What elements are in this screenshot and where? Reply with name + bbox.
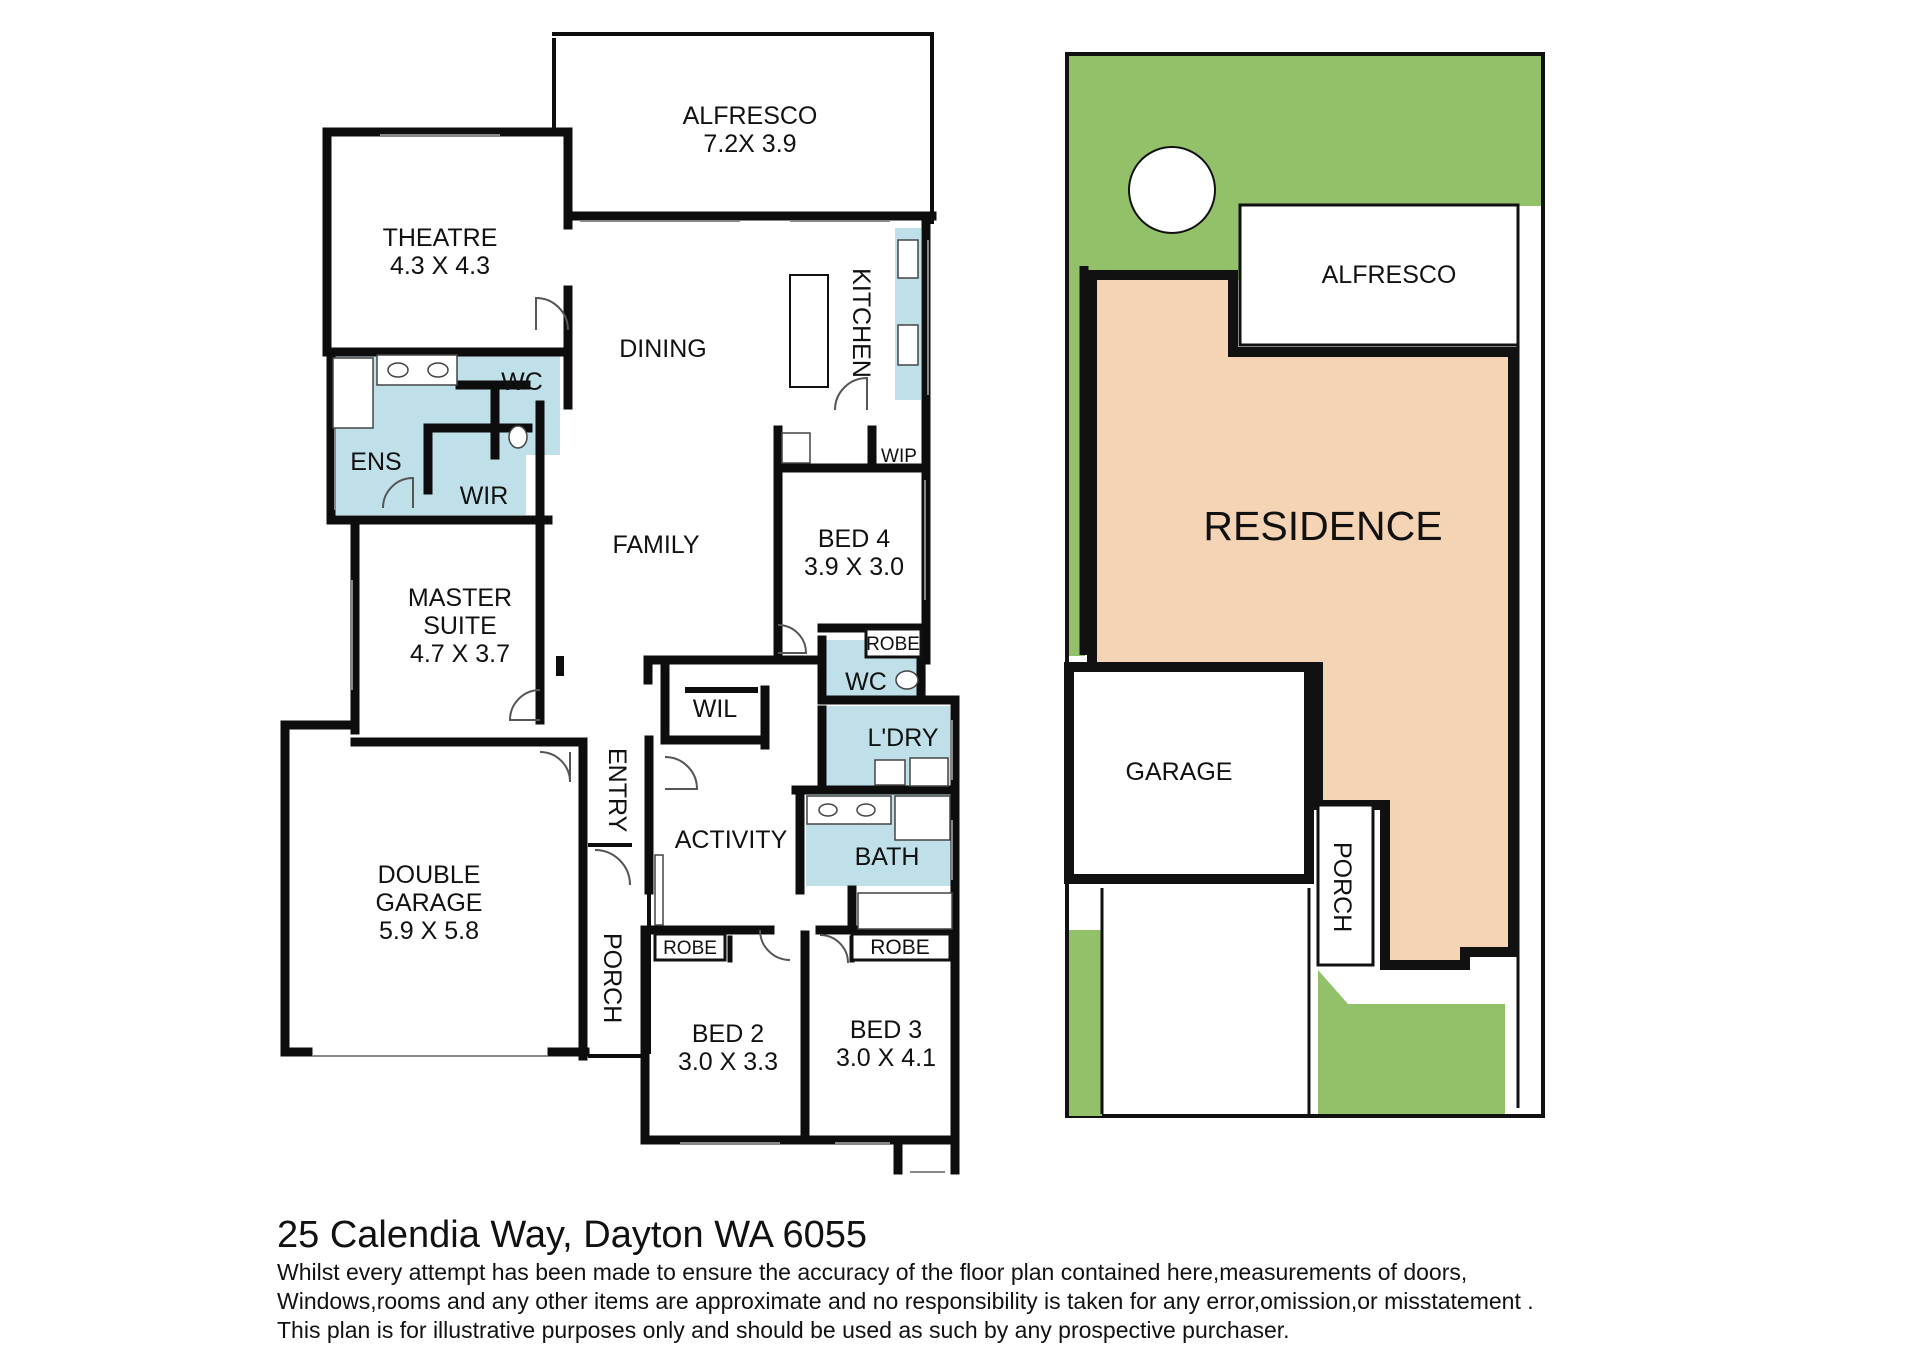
bath-label: BATH: [855, 843, 920, 871]
bed3-size: 3.0 X 4.1: [836, 1044, 936, 1072]
washer: [909, 757, 949, 787]
site-porch: [1316, 803, 1375, 967]
bed3-label: BED 3: [850, 1016, 922, 1044]
toilet-lower: [895, 670, 919, 690]
master-size: 4.7 X 3.7: [410, 640, 510, 668]
master-label-2: SUITE: [423, 612, 497, 640]
porch-rail: [654, 854, 664, 926]
entry-label: ENTRY: [603, 748, 631, 833]
bath-shower: [894, 795, 951, 841]
site-garage-label: GARAGE: [1126, 758, 1233, 786]
front-lawn-left: [1069, 930, 1102, 1116]
dining-label: DINING: [619, 335, 707, 363]
room-labels: ALFRESCO 7.2X 3.9 THEATRE 4.3 X 4.3 DINI…: [350, 102, 952, 1076]
site-garage: [1064, 662, 1314, 884]
bath-vanity: [806, 795, 892, 825]
doors: [382, 296, 868, 964]
site-residence-label: RESIDENCE: [1203, 503, 1442, 549]
site-alfresco-label: ALFRESCO: [1322, 261, 1457, 289]
disclaimer-line-1: Whilst every attempt has been made to en…: [277, 1259, 1468, 1285]
wip-label: WIP: [881, 446, 917, 467]
fridge: [781, 432, 811, 464]
robe-bed2-label: ROBE: [663, 938, 717, 959]
alfresco-label: ALFRESCO: [683, 102, 818, 130]
robe-bed3-box: [850, 932, 952, 962]
porch-label: PORCH: [598, 933, 626, 1023]
theatre-label: THEATRE: [383, 224, 498, 252]
bed4-label: BED 4: [818, 525, 890, 553]
site-plan: ALFRESCO RESIDENCE GARAGE PORCH: [1064, 52, 1545, 1118]
windows: [312, 134, 953, 1173]
residence-footprint: [1087, 270, 1518, 970]
sink: [897, 239, 919, 279]
wc-lower-label: WC: [845, 668, 887, 696]
bed2-size: 3.0 X 3.3: [678, 1048, 778, 1076]
wir-label: WIR: [460, 482, 509, 510]
bed2-label: BED 2: [692, 1020, 764, 1048]
site-alfresco: [1238, 203, 1520, 347]
laundry-label: L'DRY: [867, 724, 938, 752]
toilet-upper: [508, 425, 528, 449]
kitchen-island: [789, 274, 829, 388]
robe-bed2-box: [653, 932, 727, 962]
front-lawn-right: [1318, 970, 1505, 1114]
ens-label: ENS: [350, 448, 401, 476]
cooktop: [897, 324, 919, 366]
disclaimer-line-3: This plan is for illustrative purposes o…: [277, 1317, 1290, 1343]
family-label: FAMILY: [612, 531, 699, 559]
wc-upper-label: WC: [501, 368, 543, 396]
address: 25 Calendia Way, Dayton WA 6055: [277, 1214, 868, 1256]
kitchen-label: KITCHEN: [847, 268, 875, 378]
activity-label: ACTIVITY: [675, 826, 788, 854]
disclaimer-line-2: Windows,rooms and any other items are ap…: [277, 1288, 1534, 1314]
wil-label: WIL: [693, 695, 738, 723]
floor-plan: ALFRESCO 7.2X 3.9 THEATRE 4.3 X 4.3 DINI…: [280, 32, 960, 1175]
footer: 25 Calendia Way, Dayton WA 6055 Whilst e…: [277, 1212, 1897, 1345]
laundry-tub: [874, 759, 906, 786]
robe-bed4-box: [864, 627, 923, 659]
garage-label-1: DOUBLE: [378, 861, 481, 889]
robe-bed4-label: ROBE: [866, 634, 920, 655]
master-label-1: MASTER: [408, 584, 512, 612]
bathtub: [857, 892, 953, 930]
tree-circle: [1128, 146, 1216, 234]
garage-size: 5.9 X 5.8: [379, 917, 479, 945]
robe-bed3-label: ROBE: [870, 936, 930, 959]
fixtures: [332, 239, 953, 930]
bed4-size: 3.9 X 3.0: [804, 553, 904, 581]
alfresco-size: 7.2X 3.9: [703, 130, 796, 158]
garage-label-2: GARAGE: [376, 889, 483, 917]
shower: [332, 357, 374, 429]
theatre-size: 4.3 X 4.3: [390, 252, 490, 280]
site-porch-label: PORCH: [1328, 842, 1356, 932]
